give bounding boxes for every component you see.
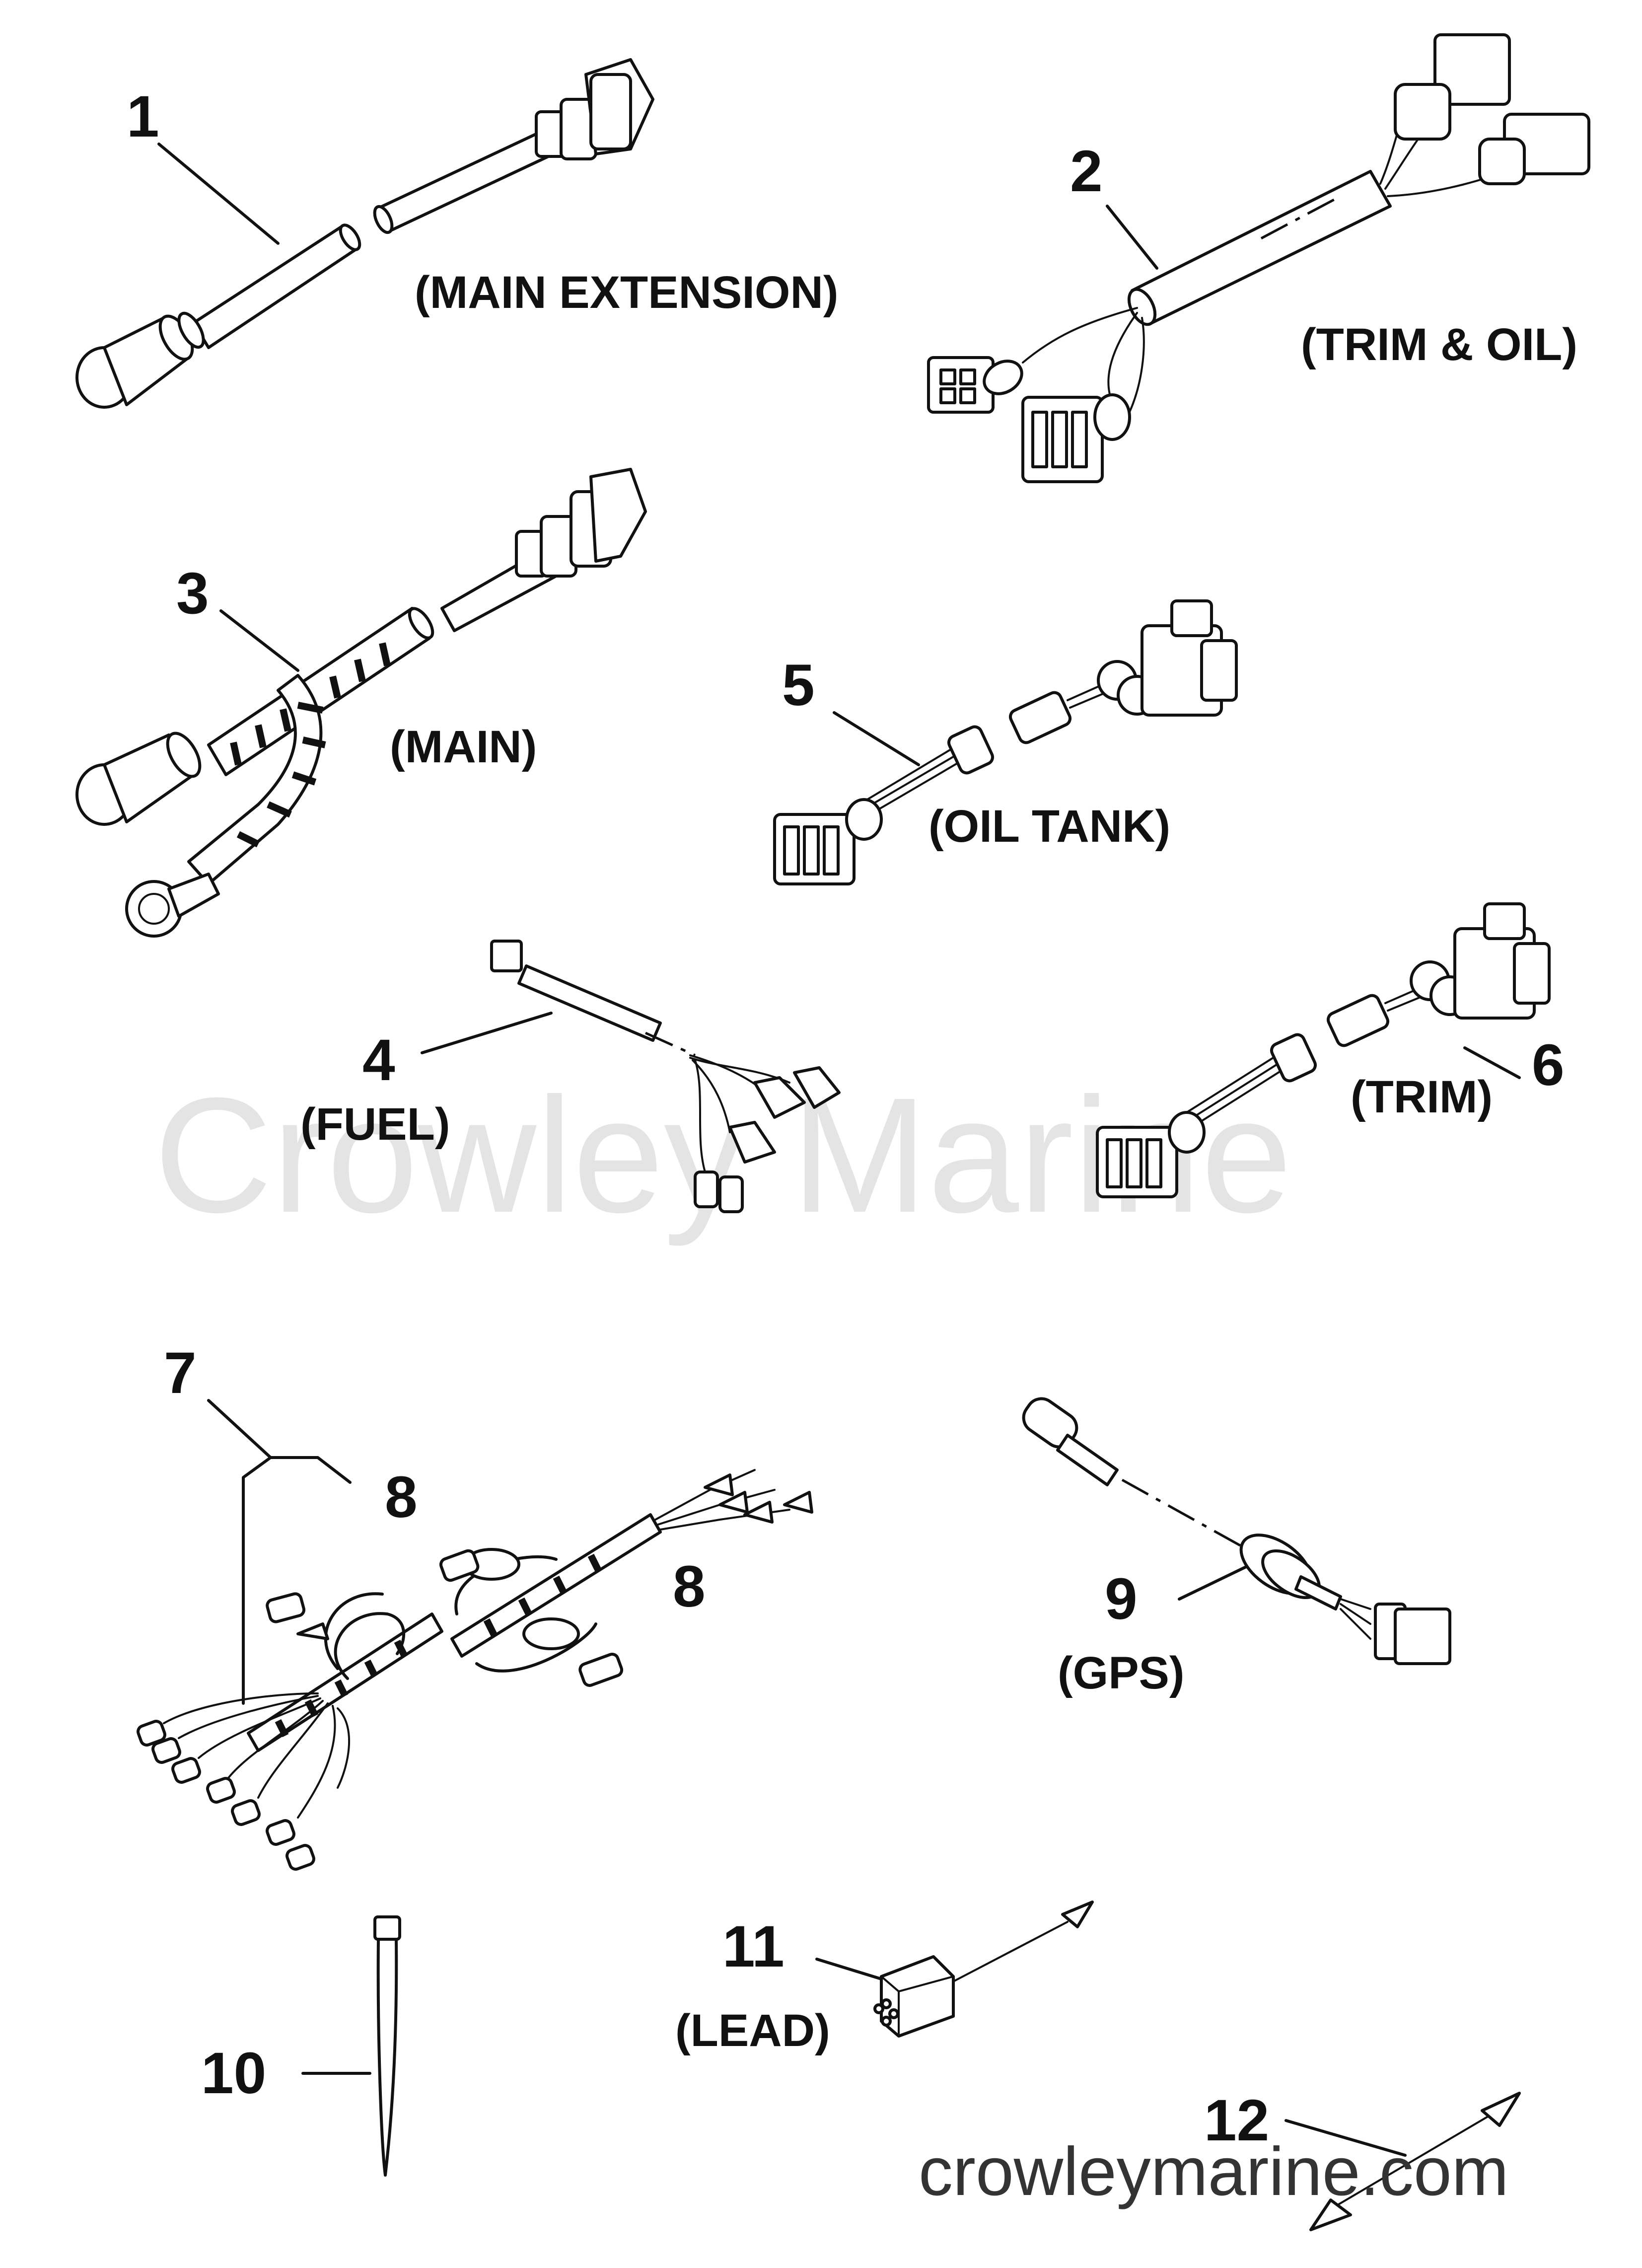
part-9-gps-harness[interactable] bbox=[1018, 1393, 1451, 1665]
part-5-caption: (OIL TANK) bbox=[928, 801, 1170, 852]
part-8-terminal-lower[interactable] bbox=[578, 1653, 624, 1687]
part-5-number: 5 bbox=[782, 653, 815, 718]
part-1-main-extension-harness[interactable] bbox=[75, 58, 654, 409]
part-2-trim-oil-harness[interactable] bbox=[927, 33, 1590, 483]
part-11-lead[interactable] bbox=[815, 1901, 1094, 2038]
part-3-number: 3 bbox=[176, 561, 209, 626]
part-4-caption: (FUEL) bbox=[300, 1099, 450, 1150]
part-8-terminal-upper[interactable] bbox=[439, 1549, 480, 1582]
part-10-number: 10 bbox=[201, 2041, 266, 2106]
part-3-caption: (MAIN) bbox=[390, 722, 537, 772]
part-1-caption: (MAIN EXTENSION) bbox=[415, 267, 839, 318]
part-1-number: 1 bbox=[127, 84, 159, 149]
part-4-number: 4 bbox=[362, 1027, 395, 1093]
part-9-caption: (GPS) bbox=[1058, 1648, 1185, 1698]
part-2-caption: (TRIM & OIL) bbox=[1301, 319, 1577, 370]
part-9-number: 9 bbox=[1105, 1566, 1138, 1632]
part-12-terminals[interactable] bbox=[1285, 2092, 1521, 2231]
part-5-oil-tank-harness[interactable] bbox=[773, 599, 1238, 885]
part-10-cable-tie[interactable] bbox=[301, 1915, 401, 2177]
part-6-caption: (TRIM) bbox=[1351, 1072, 1493, 1122]
part-6-number: 6 bbox=[1532, 1032, 1565, 1098]
part-11-number: 11 bbox=[722, 1914, 785, 1979]
part-2-number: 2 bbox=[1070, 139, 1103, 204]
part-8-number-lower: 8 bbox=[673, 1554, 706, 1619]
part-4-fuel-harness[interactable] bbox=[421, 940, 841, 1213]
part-3-main-harness[interactable] bbox=[75, 468, 647, 938]
part-6-trim-harness[interactable] bbox=[1096, 902, 1551, 1198]
watermark-footer: crowleymarine.com bbox=[919, 2133, 1509, 2210]
part-7-number: 7 bbox=[164, 1340, 197, 1406]
part-7-harness-kit[interactable] bbox=[137, 1399, 813, 1871]
part-8-number-upper: 8 bbox=[385, 1464, 418, 1530]
part-12-number: 12 bbox=[1204, 2088, 1269, 2153]
part-11-caption: (LEAD) bbox=[675, 2005, 830, 2056]
